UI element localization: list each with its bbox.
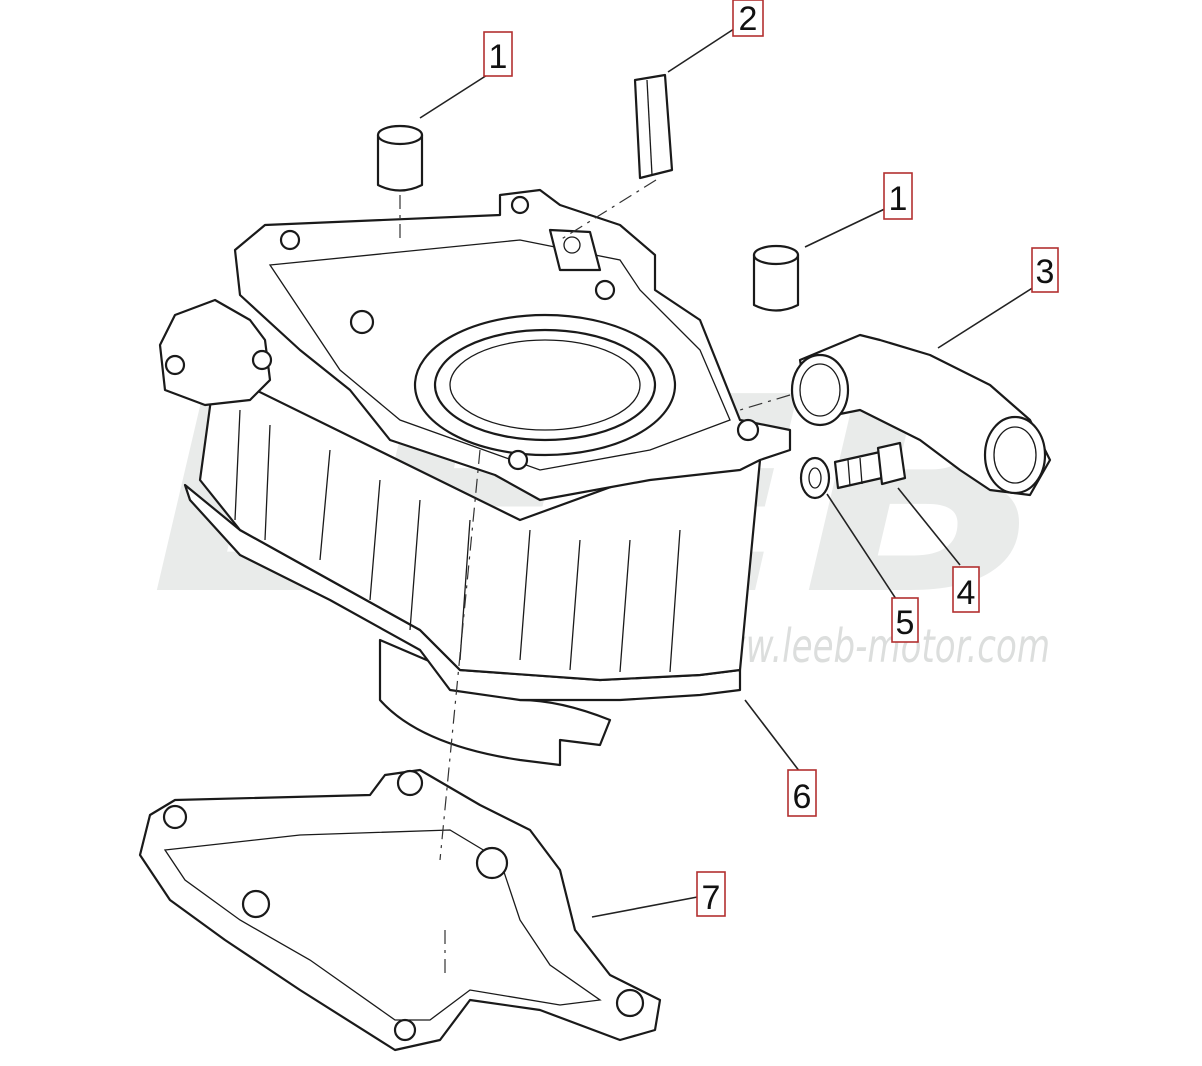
- callout-2-label: 2: [739, 0, 758, 38]
- callout-7-label: 7: [702, 879, 721, 917]
- callout-5-label: 5: [896, 604, 915, 642]
- elbow-pipe: [739, 333, 1052, 497]
- callout-1-left-label: 1: [489, 38, 508, 76]
- callout-1-right: 1: [883, 172, 913, 220]
- callout-4-label: 4: [957, 574, 976, 612]
- base-gasket: [138, 768, 662, 1052]
- callout-5: 5: [891, 597, 919, 643]
- callout-6: 6: [787, 769, 817, 817]
- dowel-pin-right: [752, 244, 800, 312]
- chain-guide-pin: [559, 73, 674, 241]
- leader-lines: [419, 24, 1046, 918]
- callout-6-label: 6: [793, 778, 812, 816]
- washer: [799, 456, 831, 500]
- watermark-url: www.leeb-motor.com: [690, 619, 1050, 673]
- bolt: [833, 441, 907, 490]
- callout-1-left: 1: [483, 31, 513, 77]
- callout-7: 7: [696, 871, 726, 917]
- callout-3-label: 3: [1036, 253, 1055, 291]
- callout-3: 3: [1031, 247, 1059, 293]
- dowel-pin-left: [376, 124, 424, 240]
- cylinder-body: [158, 188, 792, 861]
- callout-1-right-label: 1: [889, 180, 908, 218]
- callout-2: 2: [732, 0, 764, 38]
- callout-4: 4: [952, 566, 980, 613]
